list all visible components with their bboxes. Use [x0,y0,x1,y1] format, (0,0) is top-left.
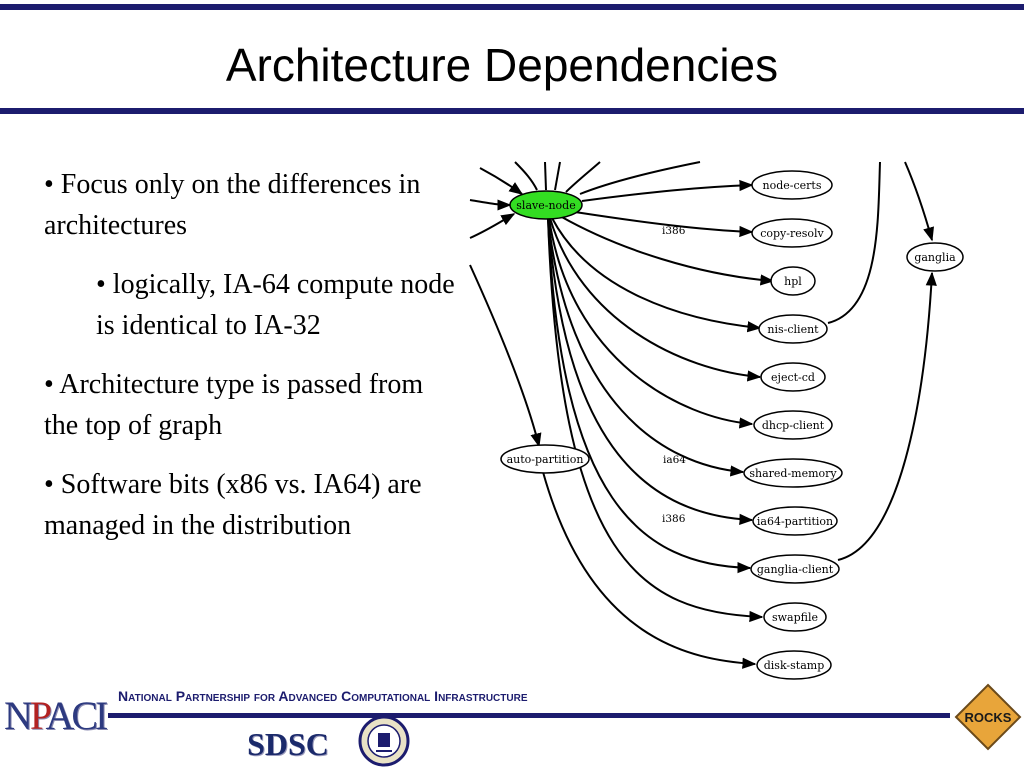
bullet-subitem: • logically, IA-64 compute node is ident… [96,269,455,341]
university-seal-icon [358,715,410,767]
edge-incoming [479,167,524,195]
edge-incoming [565,161,601,193]
slave-node-ellipse [509,190,583,220]
edge-nis-client [551,217,762,333]
dependency-graph: slave-node node-certs copy-resolv hpl ni… [469,161,964,680]
slide-title: Architecture Dependencies [225,39,779,91]
edge-nis-to-ganglia [827,161,881,324]
edge-auto-partition [469,264,542,448]
node-label: eject-cd [771,371,815,384]
node-label: ganglia [914,251,956,264]
bullet-item: • Focus only on the differences in archi… [44,169,421,241]
node-label: ganglia-client [757,563,834,576]
bullet-list: • Focus only on the differences in archi… [44,164,464,564]
footer-rule [108,713,950,718]
edge-ganglia-client [547,217,752,574]
edge-dhcp-client [548,217,754,429]
edge-incoming [469,213,516,239]
graph-edges [469,161,937,669]
node-label: swapfile [772,611,818,624]
node-label: hpl [784,275,802,288]
npaci-logo: NPACI [4,693,108,738]
node-label: dhcp-client [762,419,825,432]
edge-eject-cd [549,217,762,382]
sdsc-logo: SDSC [247,726,329,762]
edge-label: i386 [662,513,686,525]
edge-incoming [554,161,561,191]
edge-disk-stamp [542,471,757,669]
edge-swapfile [547,217,764,623]
edge-top-to-ganglia [904,161,934,242]
edge-label: ia64 [663,454,686,466]
edge-incoming [544,161,547,191]
edge-incoming [514,161,538,191]
edge-node-certs [581,179,754,202]
bullet-item: • Software bits (x86 vs. IA64) are manag… [44,469,422,541]
node-label: ia64-partition [757,515,833,528]
title-bottom-rule [0,108,1024,114]
edge-label: i386 [662,225,686,237]
node-label: node-certs [763,179,822,192]
graph-nodes: slave-node node-certs copy-resolv hpl ni… [500,170,964,680]
title-top-rule [0,4,1024,10]
node-label: disk-stamp [764,659,825,672]
edge-incoming [579,161,701,195]
edge-shared-memory [547,217,745,477]
slave-node-label: slave-node [516,199,575,212]
edge-incoming [469,199,512,211]
rocks-logo: ROCKS [954,683,1022,751]
node-label: copy-resolv [760,227,824,240]
edge-ganglia-client-up [837,271,937,561]
edge-hpl [559,215,775,286]
footer-org-name: National Partnership for Advanced Comput… [118,688,528,704]
node-label: nis-client [767,323,819,336]
edge-labels: i386 ia64 i386 [662,225,686,525]
node-label: shared-memory [749,467,837,480]
svg-text:ROCKS: ROCKS [965,710,1012,725]
bullet-item: • Architecture type is passed from the t… [44,369,424,441]
edge-ia64-partition [547,217,754,525]
node-label: auto-partition [507,453,584,466]
edge-copy-resolv [574,211,754,238]
